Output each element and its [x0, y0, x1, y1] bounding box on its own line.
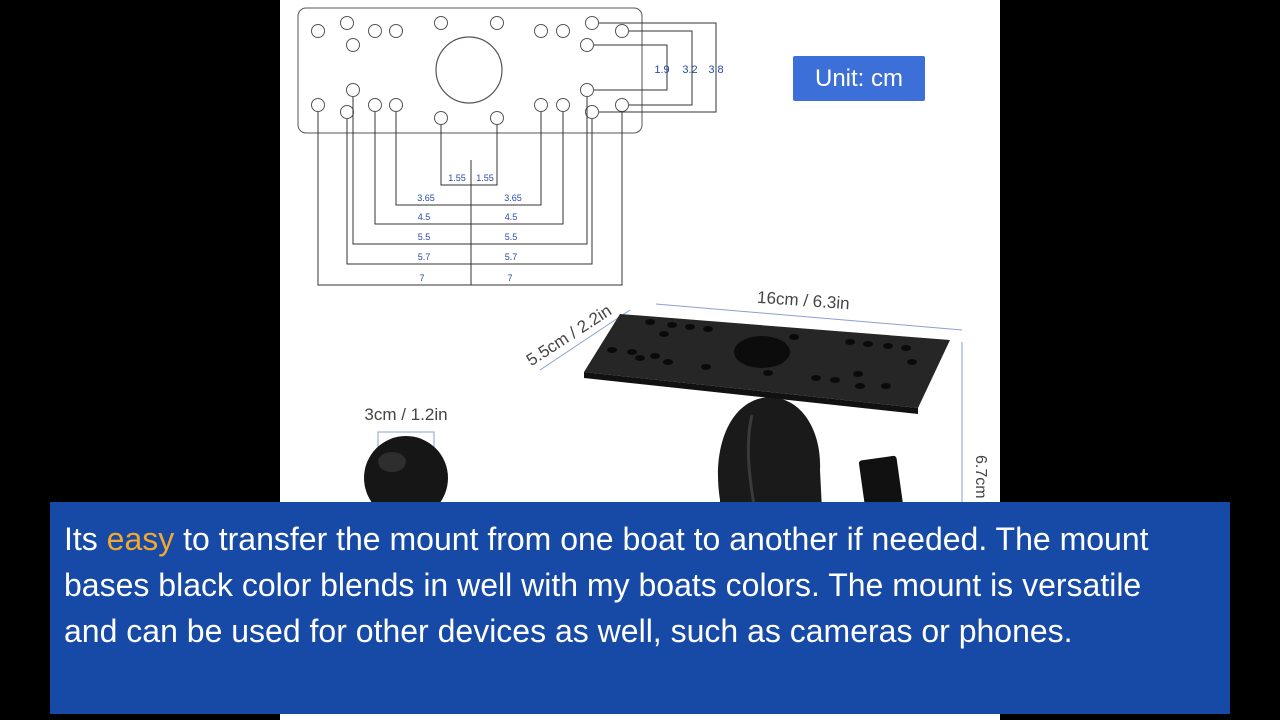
unit-badge: Unit: cm — [793, 56, 925, 101]
caption-text-before: Its — [64, 521, 107, 557]
dim-center-right: 1.55 — [476, 173, 494, 183]
dim-row5-right: 7 — [507, 273, 512, 283]
plate-outline — [297, 7, 643, 134]
dim-row4-left: 5.7 — [418, 252, 431, 262]
mount-knob — [858, 455, 904, 512]
dim-row4-right: 5.7 — [505, 252, 518, 262]
dim-row2-right: 4.5 — [505, 212, 518, 222]
dim-row3-right: 5.5 — [505, 232, 518, 242]
dim-row3-left: 5.5 — [418, 232, 431, 242]
length-label: 16cm / 6.3in — [757, 288, 851, 313]
dim-row5-left: 7 — [419, 273, 424, 283]
caption-text: Its easy to transfer the mount from one … — [64, 516, 1184, 654]
ball-label: 3cm / 1.2in — [364, 405, 447, 424]
plate-center-socket — [734, 336, 790, 368]
caption-box: Its easy to transfer the mount from one … — [50, 502, 1230, 714]
dim-row1-right: 3.65 — [504, 193, 522, 203]
length-dimension-line — [655, 303, 963, 331]
dim-row2-left: 4.5 — [418, 212, 431, 222]
bottom-dimension-lines — [317, 97, 623, 286]
dim-label-3-8: 3.8 — [708, 64, 723, 76]
height-label: 6.7cm — [972, 455, 989, 499]
plate-photo-holes — [607, 319, 917, 389]
width-dimension-line — [539, 309, 631, 371]
right-dimension-lines — [594, 22, 717, 113]
dim-label-1-9: 1.9 — [654, 64, 669, 76]
dim-row1-left: 3.65 — [417, 193, 435, 203]
ball-dimension-line — [377, 431, 435, 448]
dim-center-left: 1.55 — [448, 173, 466, 183]
plate-holes — [311, 16, 629, 125]
dim-label-3-2: 3.2 — [682, 64, 697, 76]
plate-center-hole — [435, 36, 503, 104]
mount-stem — [717, 397, 822, 510]
caption-highlight-word: easy — [106, 521, 175, 557]
caption-text-after: to transfer the mount from one boat to a… — [64, 521, 1149, 649]
